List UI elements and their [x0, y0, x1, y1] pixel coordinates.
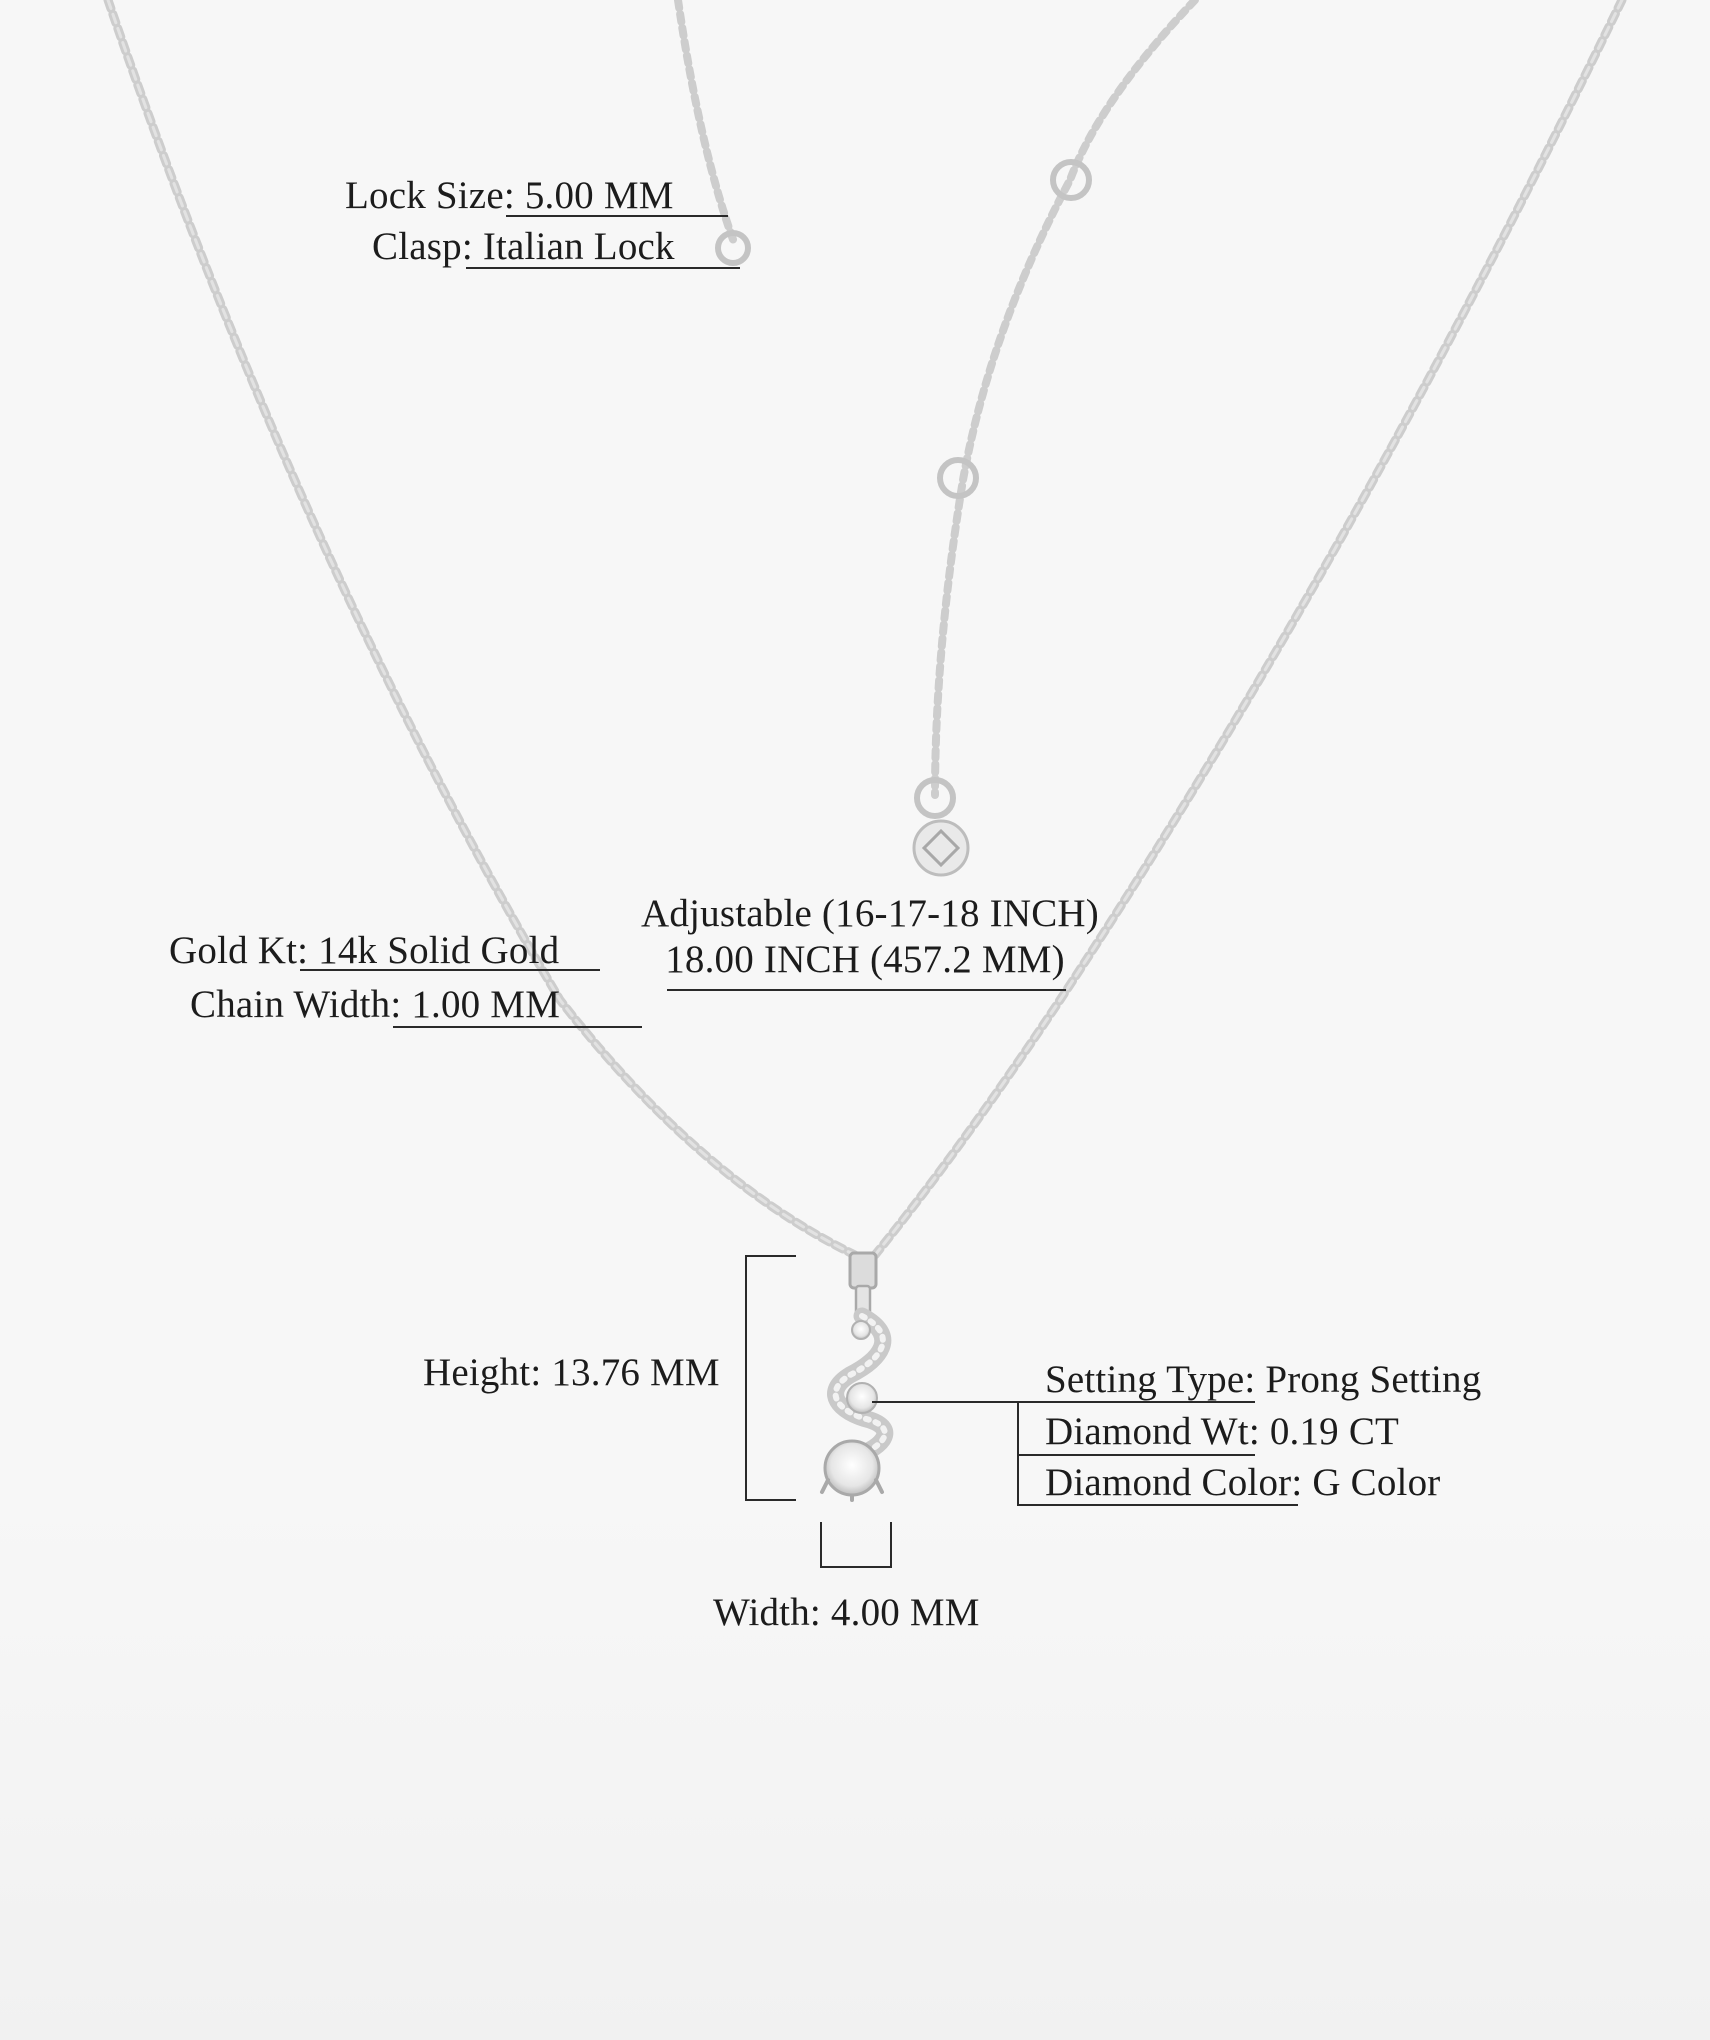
clasp-spec: Clasp: Italian Lock — [372, 224, 675, 270]
chain-width-spec: Chain Width: 1.00 MM — [190, 982, 560, 1028]
clasp-ring — [715, 230, 751, 266]
height-bracket — [745, 1255, 796, 1501]
lock-size-spec: Lock Size: 5.00 MM — [345, 173, 674, 219]
chain-right-strand — [870, 0, 1627, 1260]
gold-kt-value: 14k Solid Gold — [318, 929, 560, 972]
height-label: Height: — [423, 1351, 542, 1394]
diamond-wt-label: Diamond Wt: — [1045, 1410, 1260, 1453]
gold-kt-label: Gold Kt: — [169, 929, 309, 972]
extender-ring-1 — [1050, 159, 1092, 201]
clasp-label: Clasp: — [372, 225, 473, 268]
width-value: 4.00 MM — [830, 1591, 980, 1634]
chain-extender-strand — [931, 0, 1199, 799]
chain-clasp-strand — [674, 0, 739, 249]
setting-type-label: Setting Type: — [1045, 1358, 1256, 1401]
diamond-wt-spec: Diamond Wt: 0.19 CT — [1045, 1409, 1399, 1455]
extender-ring-3 — [914, 777, 956, 819]
width-spec: Width: 4.00 MM — [713, 1590, 980, 1636]
logo-tag-charm — [912, 819, 970, 877]
diamond-color-value: G Color — [1312, 1461, 1441, 1504]
lock-size-value: 5.00 MM — [524, 174, 674, 217]
height-spec: Height: 13.76 MM — [423, 1350, 720, 1396]
setting-type-spec: Setting Type: Prong Setting — [1045, 1357, 1481, 1403]
chain-width-value: 1.00 MM — [411, 983, 561, 1026]
chain-adjustable-range: Adjustable (16-17-18 INCH) — [641, 892, 1099, 935]
lock-size-label: Lock Size: — [345, 174, 515, 217]
pendant — [820, 1251, 894, 1502]
chain-length: 18.00 INCH (457.2 MM) — [665, 938, 1065, 981]
stone-specs-bracket — [1017, 1402, 1298, 1506]
chain-width-label: Chain Width: — [190, 983, 402, 1026]
diamond-color-label: Diamond Color: — [1045, 1461, 1303, 1504]
diamond-color-spec: Diamond Color: G Color — [1045, 1460, 1440, 1506]
height-value: 13.76 MM — [551, 1351, 720, 1394]
setting-type-value: Prong Setting — [1265, 1358, 1482, 1401]
clasp-value: Italian Lock — [482, 225, 675, 268]
width-bracket — [820, 1522, 892, 1568]
width-label: Width: — [713, 1591, 821, 1634]
extender-ring-2 — [937, 457, 979, 499]
gold-kt-spec: Gold Kt: 14k Solid Gold — [169, 928, 559, 974]
diamond-wt-value: 0.19 CT — [1269, 1410, 1400, 1453]
